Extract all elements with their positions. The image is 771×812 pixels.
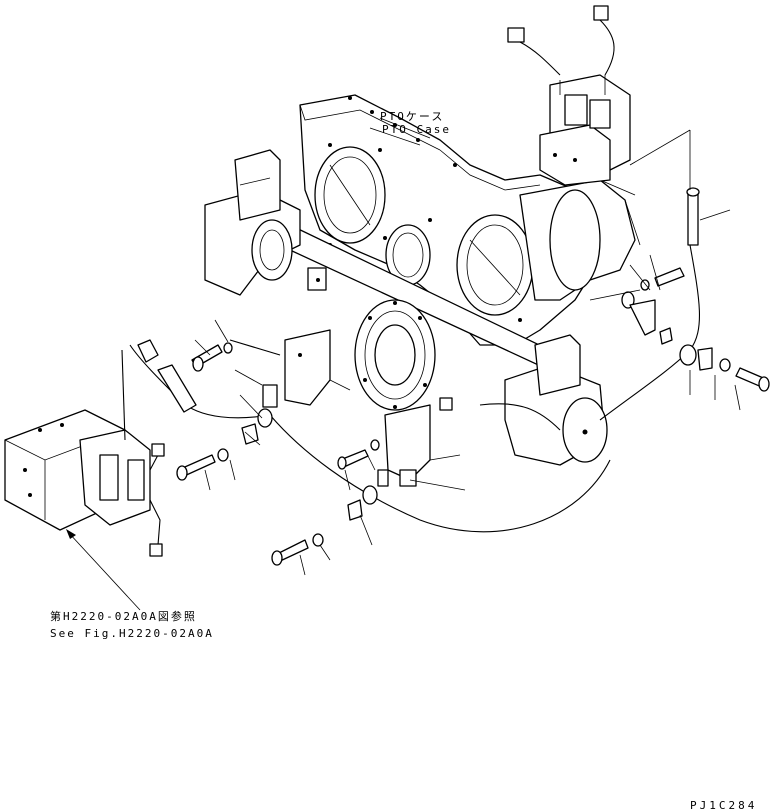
solenoid-valve-assembly [507,5,631,186]
hardware [137,187,770,566]
control-valve-block [4,349,165,557]
drawing-code: PJ1C284 [690,799,757,812]
cover-plate [354,299,436,411]
pto-case-label: PTOケース PTO Case [369,110,451,146]
pto-case-en-text: PTO Case [382,123,451,136]
pto-case-jp-text: PTOケース [380,110,444,123]
reference-en-text: See Fig.H2220-02A0A [50,627,214,640]
reference-label: 第H2220-02A0A図参照 See Fig.H2220-02A0A [50,609,214,640]
pto-case [299,94,641,346]
leader-lines [66,129,741,611]
mount-frame [204,149,608,466]
reference-jp-text: 第H2220-02A0A図参照 [50,609,197,623]
